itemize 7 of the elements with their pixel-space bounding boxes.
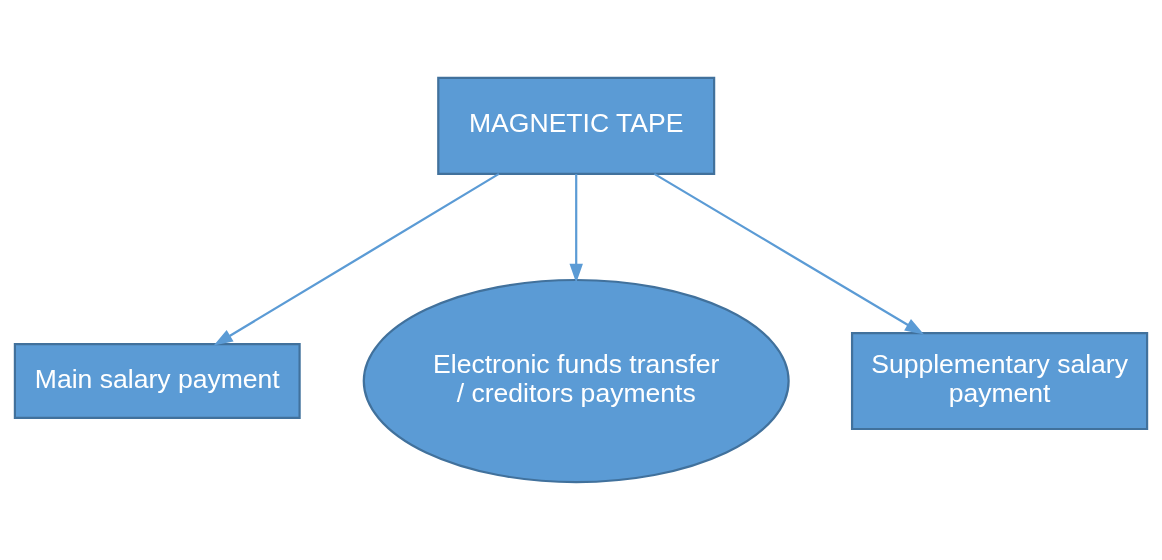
node-ellipse: Electronic funds transfer / creditors payments <box>362 278 790 484</box>
node-box: MAGNETIC TAPE <box>437 76 716 175</box>
node-box: Main salary payment <box>13 343 301 420</box>
arrow <box>569 174 583 284</box>
node-box: Supplementary salary payment <box>850 332 1149 431</box>
arrow <box>213 172 500 346</box>
arrow <box>653 172 925 335</box>
